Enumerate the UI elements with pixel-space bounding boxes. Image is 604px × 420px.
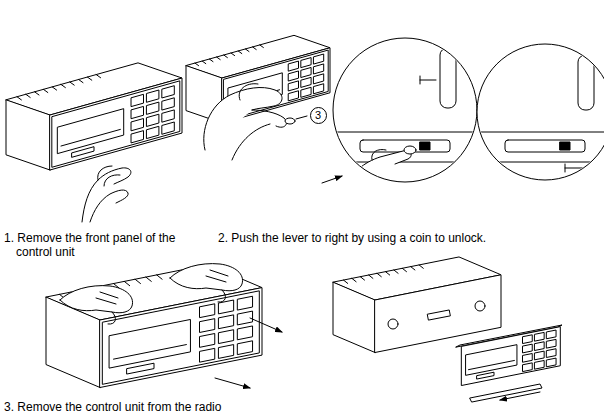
hands <box>210 270 228 276</box>
hands <box>170 264 243 291</box>
magnified-view <box>470 55 604 172</box>
magnified-view <box>330 132 480 133</box>
direction-arrow <box>250 318 282 332</box>
magnified-view <box>330 162 480 163</box>
radio-with-front-panel <box>52 81 180 167</box>
radio-with-front-panel <box>186 25 330 133</box>
radio-with-front-panel <box>6 51 182 183</box>
hands <box>60 286 133 313</box>
magnified-view <box>420 142 430 150</box>
direction-arrow <box>215 378 250 388</box>
radio-body <box>475 301 485 311</box>
radio-body <box>388 319 398 329</box>
hand <box>82 166 131 222</box>
hand <box>104 175 120 186</box>
hands <box>108 312 115 324</box>
hand-with-coin <box>285 118 295 124</box>
radio-with-front-panel <box>46 254 262 398</box>
direction-arrow <box>322 176 342 183</box>
radio-with-front-panel <box>186 25 330 133</box>
hands <box>218 290 225 302</box>
callout-circle: 3 <box>310 107 327 124</box>
hand <box>90 190 128 222</box>
leader-line <box>296 116 307 119</box>
magnified-view <box>372 149 386 160</box>
magnified-view <box>470 44 604 180</box>
hand-with-coin <box>204 84 295 160</box>
radio-with-front-panel <box>6 51 182 183</box>
card <box>470 384 542 402</box>
magnified-view <box>565 168 590 169</box>
magnified-view <box>420 80 436 81</box>
magnified-view <box>470 162 604 163</box>
radio-body <box>428 310 451 320</box>
hands <box>206 276 226 282</box>
hand <box>82 168 131 222</box>
magnified-view <box>565 164 566 172</box>
magnified-view <box>330 48 480 195</box>
magnified-view <box>470 132 604 133</box>
magnified-view <box>477 44 604 180</box>
radio-with-front-panel <box>46 254 262 398</box>
front-panel <box>462 327 561 386</box>
hand-with-coin <box>204 88 282 150</box>
magnified-view <box>340 151 411 195</box>
magnified-view <box>578 55 594 110</box>
card <box>470 384 542 402</box>
card <box>500 392 540 400</box>
hands <box>60 264 243 324</box>
hand-with-coin <box>239 84 258 100</box>
hands <box>100 292 118 298</box>
hand <box>98 166 112 180</box>
front-panel <box>456 325 562 385</box>
step-caption: 1. Remove the front panel of the control… <box>4 231 176 259</box>
step-caption: 3. Remove the control unit from the radi… <box>4 400 221 414</box>
step-caption: 2. Push the lever to right by using a co… <box>218 231 486 245</box>
hands <box>96 298 116 304</box>
callout-number: 3 <box>315 110 321 121</box>
hand-with-coin <box>232 124 270 160</box>
magnified-view <box>420 76 421 84</box>
magnified-view <box>505 140 585 152</box>
magnified-view <box>330 38 480 195</box>
magnified-view <box>440 48 456 108</box>
magnified-view <box>560 142 570 150</box>
magnified-view <box>404 146 416 154</box>
magnified-view <box>590 164 591 172</box>
